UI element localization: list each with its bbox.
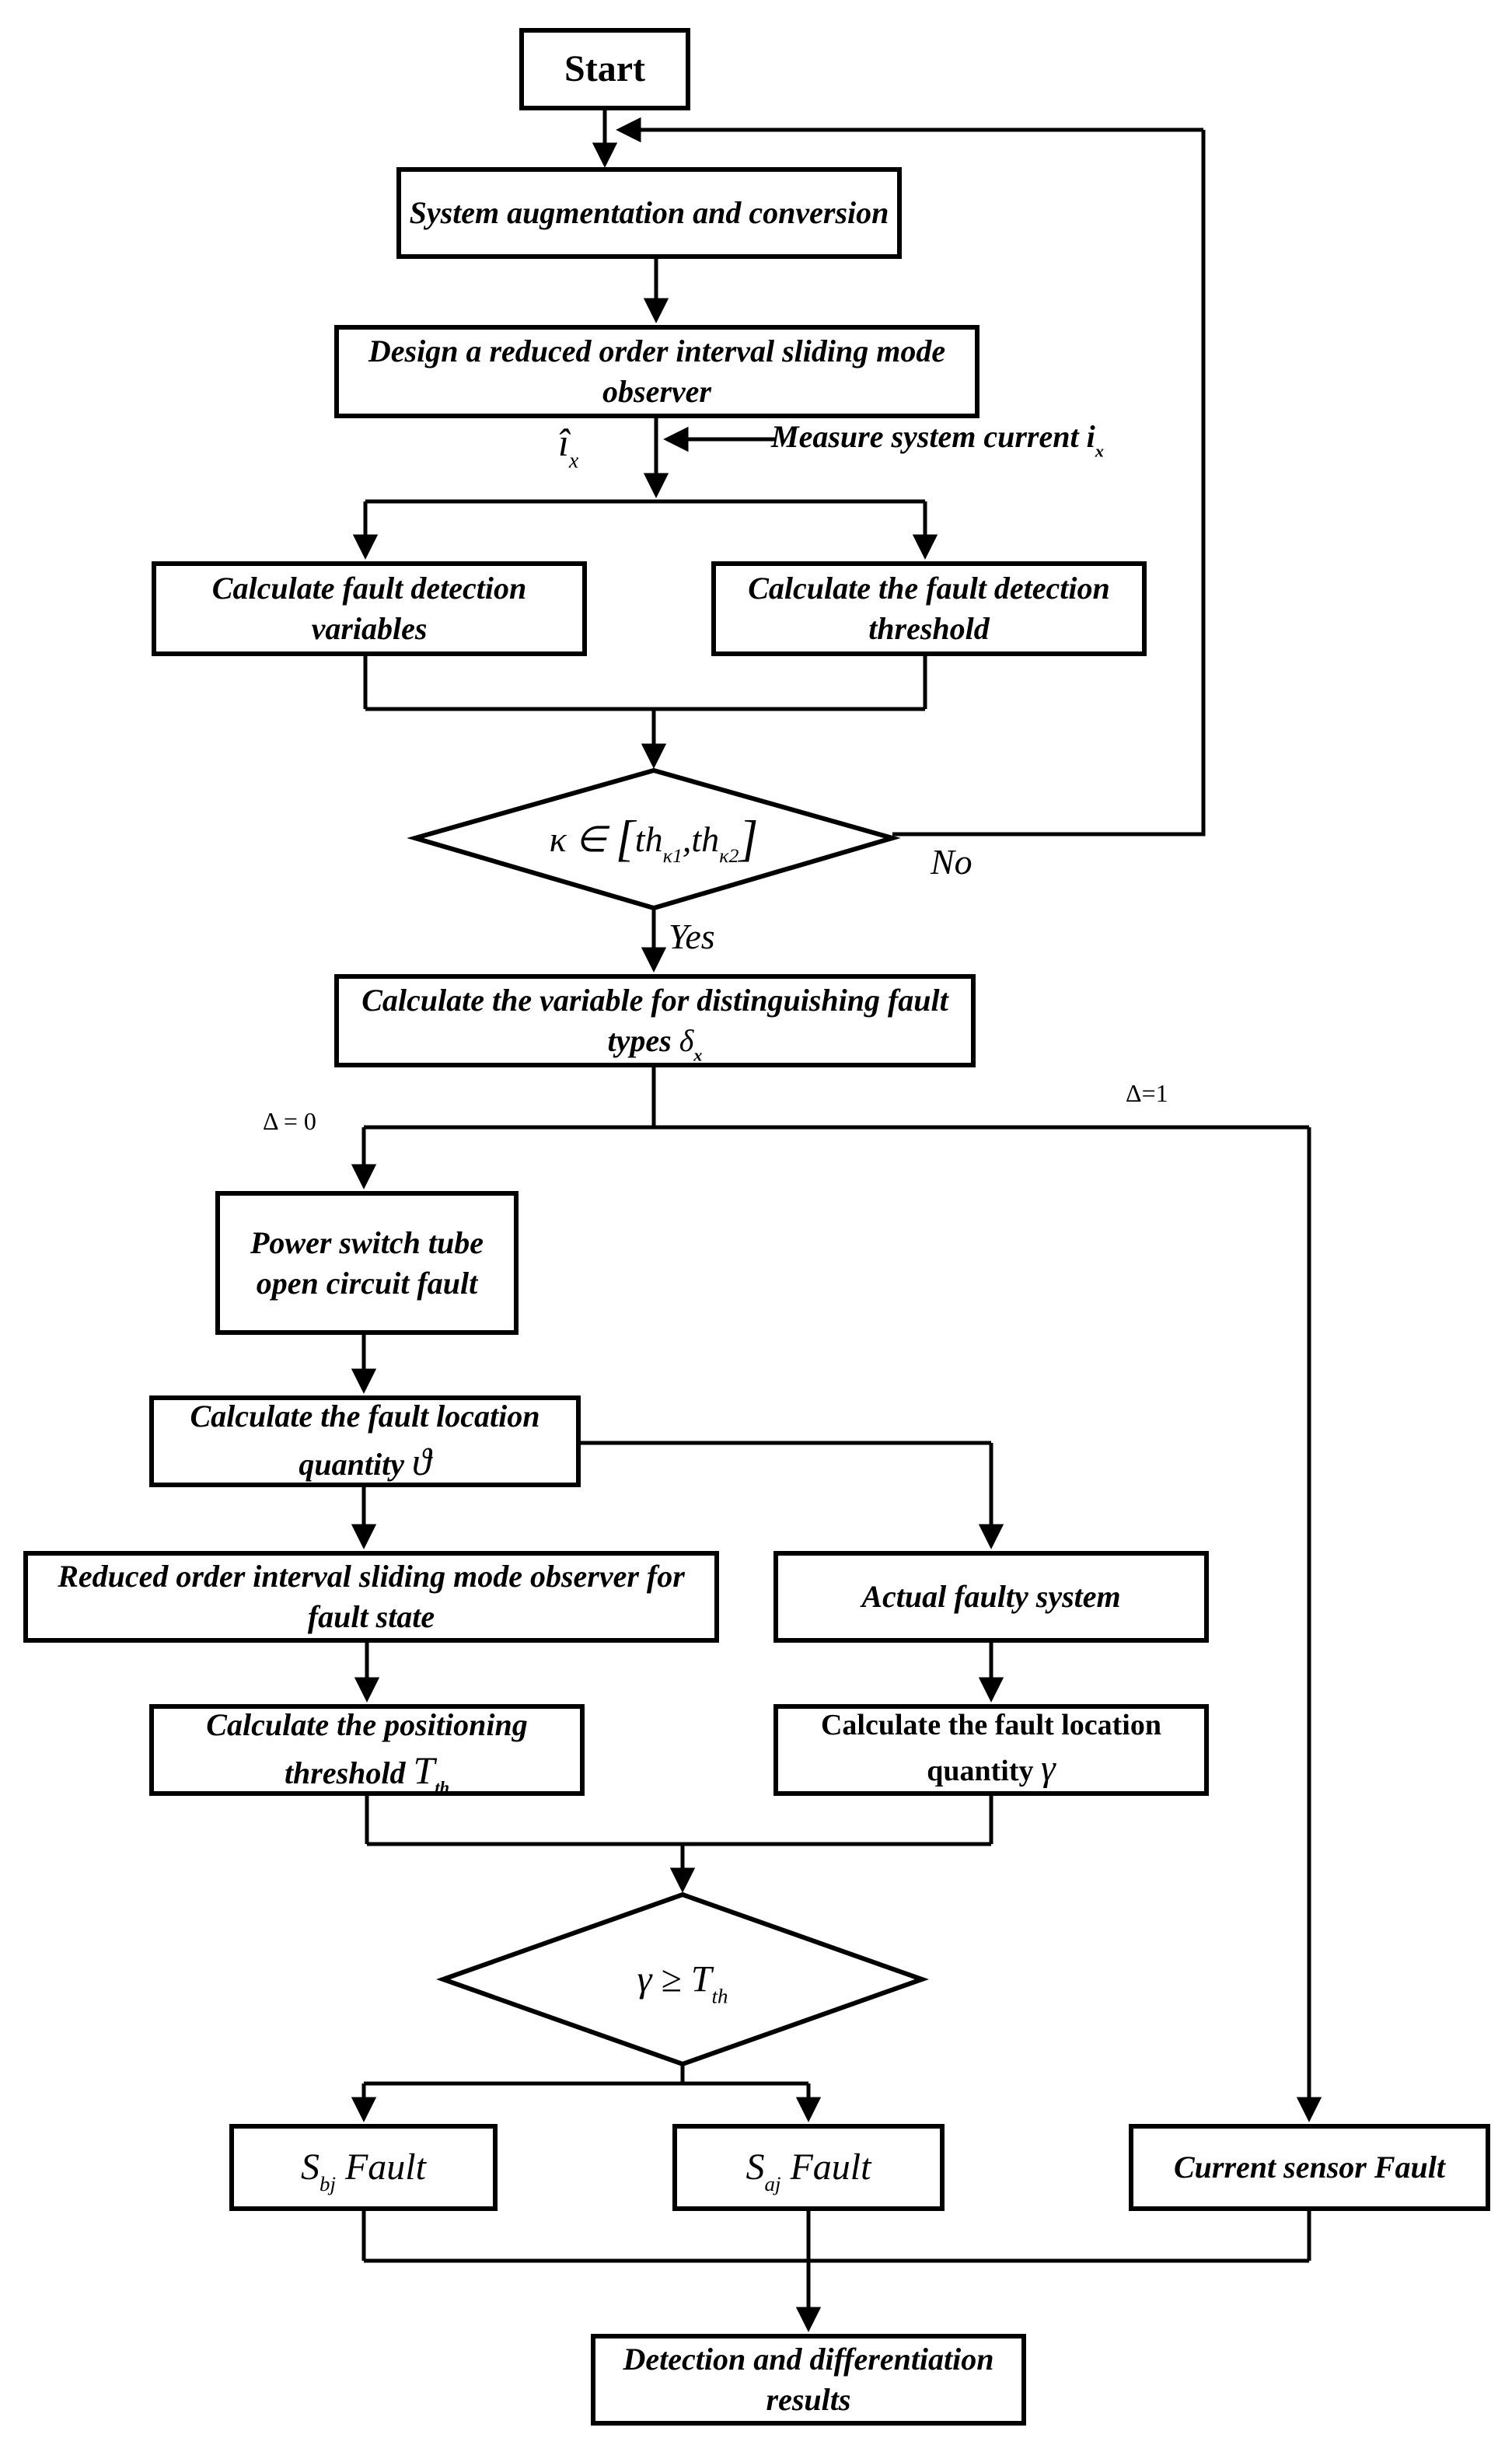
edge-label-delta-one: Δ=1 — [1126, 1079, 1168, 1107]
kappa-comma: , — [682, 819, 692, 859]
node-calc-location-theta: Calculate the fault location quantity ϑ — [149, 1395, 581, 1487]
calc-gamma-symbol: γ — [1041, 1748, 1056, 1789]
node-saj-fault: Saj Fault — [672, 2124, 945, 2211]
node-saj-fault-label: Saj Fault — [746, 2143, 871, 2195]
node-start-label: Start — [564, 47, 645, 89]
sbj-text: Fault — [335, 2146, 426, 2188]
node-actual-faulty-system: Actual faulty system — [773, 1551, 1209, 1643]
decision-gamma-diamond — [436, 1891, 929, 2067]
node-sbj-fault: Sbj Fault — [229, 2124, 498, 2211]
edge-label-delta-zero: Δ = 0 — [263, 1107, 316, 1135]
calc-theta-symbol: ϑ — [412, 1439, 431, 1483]
node-results: Detection and differentiation results — [591, 2334, 1026, 2426]
calc-positioning-symbol: T — [413, 1748, 435, 1792]
sbj-symbol: S — [301, 2146, 320, 2188]
kappa-th1: th — [634, 819, 663, 859]
node-design-observer-label: Design a reduced order interval sliding … — [368, 334, 946, 409]
i-hat-label: îx — [558, 420, 578, 472]
node-calc-positioning-threshold-label: Calculate the positioning threshold Tth — [162, 1705, 572, 1796]
edge-label-no: No — [931, 842, 972, 882]
kappa-th2-sub: κ2 — [719, 844, 739, 868]
node-actual-faulty-system-label: Actual faulty system — [861, 1579, 1121, 1614]
kappa-lbracket: [ — [615, 811, 635, 866]
node-calc-location-gamma: Calculate the fault location quantity γ — [773, 1704, 1209, 1796]
node-current-sensor-fault-label: Current sensor Fault — [1173, 2150, 1446, 2185]
node-results-label: Detection and differentiation results — [623, 2342, 994, 2417]
decision-kappa-label: κ ∈ [thκ1,thκ2] — [550, 810, 759, 868]
calc-distinguish-symbol: δ — [679, 1023, 694, 1058]
saj-subscript: aj — [764, 2171, 781, 2195]
kappa-pre: κ ∈ — [549, 819, 616, 859]
calc-positioning-text: Calculate the positioning threshold — [206, 1706, 528, 1790]
node-reduced-observer-fault-label: Reduced order interval sliding mode obse… — [58, 1559, 685, 1634]
node-sbj-fault-label: Sbj Fault — [301, 2143, 426, 2195]
node-calc-positioning-threshold: Calculate the positioning threshold Tth — [149, 1704, 585, 1796]
saj-symbol: S — [746, 2146, 765, 2188]
node-current-sensor-fault: Current sensor Fault — [1129, 2124, 1490, 2211]
node-augmentation: System augmentation and conversion — [396, 167, 902, 259]
kappa-th1-sub: κ1 — [662, 844, 683, 868]
sbj-subscript: bj — [320, 2171, 336, 2195]
node-design-observer: Design a reduced order interval sliding … — [334, 325, 979, 418]
measure-current-text: Measure system current — [771, 419, 1087, 454]
node-calc-location-theta-label: Calculate the fault location quantity ϑ — [162, 1396, 568, 1487]
node-calc-distinguish: Calculate the variable for distinguishin… — [334, 974, 976, 1067]
node-calc-distinguish-label: Calculate the variable for distinguishin… — [347, 980, 963, 1065]
measure-current-label: Measure system current ix — [771, 418, 1104, 459]
calc-theta-text: Calculate the fault location quantity — [190, 1398, 540, 1482]
node-calc-fault-threshold: Calculate the fault detection threshold — [711, 561, 1147, 656]
node-start: Start — [519, 28, 690, 110]
node-power-switch-fault: Power switch tube open circuit fault — [215, 1191, 519, 1335]
saj-text: Fault — [780, 2146, 871, 2188]
gamma-pre: γ ≥ T — [637, 1958, 712, 2000]
calc-distinguish-text: Calculate the variable for distinguishin… — [361, 983, 948, 1058]
measure-current-subscript: x — [1095, 441, 1104, 461]
edge-no-feedback — [892, 130, 1206, 837]
measure-current-symbol: i — [1086, 419, 1095, 454]
calc-positioning-subscript: th — [435, 1776, 450, 1797]
node-calc-fault-vars: Calculate fault detection variables — [152, 561, 587, 656]
calc-distinguish-subscript: x — [693, 1045, 703, 1065]
kappa-rbracket: ] — [739, 811, 759, 866]
node-power-switch-fault-label: Power switch tube open circuit fault — [250, 1224, 484, 1301]
gamma-sub: th — [711, 1984, 728, 2008]
i-hat-subscript: x — [568, 449, 579, 473]
node-reduced-observer-fault: Reduced order interval sliding mode obse… — [23, 1551, 719, 1643]
node-calc-fault-threshold-label: Calculate the fault detection threshold — [748, 571, 1110, 646]
node-calc-fault-vars-label: Calculate fault detection variables — [211, 571, 527, 646]
decision-kappa-diamond — [407, 767, 901, 911]
node-augmentation-label: System augmentation and conversion — [409, 195, 889, 230]
decision-gamma-label: γ ≥ Tth — [637, 1958, 728, 2007]
i-hat-symbol: î — [558, 421, 569, 464]
kappa-th2: th — [691, 819, 720, 859]
calc-gamma-text: Calculate the fault location quantity — [820, 1709, 1161, 1787]
edge-label-yes: Yes — [669, 917, 715, 956]
edges — [351, 110, 1322, 2332]
node-calc-location-gamma-label: Calculate the fault location quantity γ — [786, 1706, 1196, 1793]
